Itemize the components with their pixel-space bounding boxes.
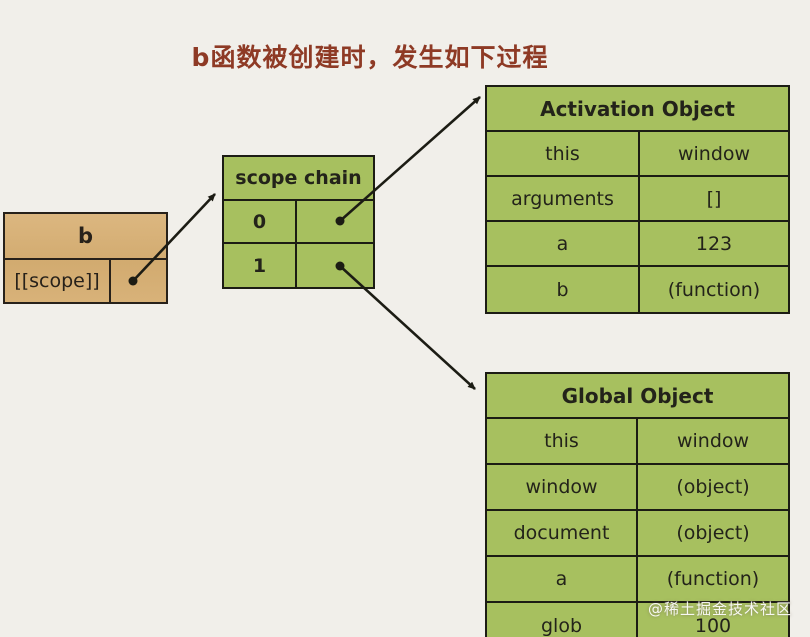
row-key: b xyxy=(487,267,640,312)
b-box-scope-row: [[scope]] xyxy=(5,260,166,302)
row-key: this xyxy=(487,419,638,463)
b-box-header: b xyxy=(5,214,166,260)
table-row: 1 xyxy=(224,244,373,287)
row-value: window xyxy=(676,430,750,452)
table-row: 0 xyxy=(224,201,373,244)
scope-chain-table: scope chain 0 1 xyxy=(222,155,375,289)
activation-object-table: Activation Object this window arguments … xyxy=(485,85,790,314)
activation-object-header: Activation Object xyxy=(487,87,788,132)
global-object-table: Global Object this window window (object… xyxy=(485,372,790,637)
row-value: (object) xyxy=(676,476,750,498)
table-row: a 123 xyxy=(487,222,788,267)
row-key: arguments xyxy=(487,177,640,220)
row-value: 123 xyxy=(695,232,733,255)
table-row: document (object) xyxy=(487,511,788,557)
row-value: (function) xyxy=(666,568,760,590)
scope-pointer-cell xyxy=(111,260,166,302)
row-key: document xyxy=(487,511,638,555)
scope-property-label: [[scope]] xyxy=(5,260,111,302)
page-title: b函数被创建时，发生如下过程 xyxy=(191,43,549,72)
b-function-box: b [[scope]] xyxy=(3,212,168,304)
scope-chain-header: scope chain xyxy=(224,157,373,201)
row-key: window xyxy=(487,465,638,509)
table-row: this window xyxy=(487,132,788,177)
watermark: @稀土掘金技术社区 xyxy=(647,600,792,618)
table-row: glob 100 xyxy=(487,603,788,637)
table-row: window (object) xyxy=(487,465,788,511)
row-value: (object) xyxy=(676,522,750,544)
row-value: 100 xyxy=(694,615,732,637)
row-key: a xyxy=(487,557,638,601)
row-pointer-cell xyxy=(297,244,373,287)
table-row: this window xyxy=(487,419,788,465)
row-key: glob xyxy=(487,603,638,637)
row-value: [] xyxy=(706,187,722,210)
row-key: 0 xyxy=(224,201,297,242)
row-value: (function) xyxy=(667,278,761,301)
row-pointer-cell xyxy=(297,201,373,242)
global-object-header: Global Object xyxy=(487,374,788,419)
row-value: window xyxy=(677,142,751,165)
table-row: a (function) xyxy=(487,557,788,603)
row-key: 1 xyxy=(224,244,297,287)
table-row: arguments [] xyxy=(487,177,788,222)
row-key: a xyxy=(487,222,640,265)
table-row: b (function) xyxy=(487,267,788,312)
row-key: this xyxy=(487,132,640,175)
